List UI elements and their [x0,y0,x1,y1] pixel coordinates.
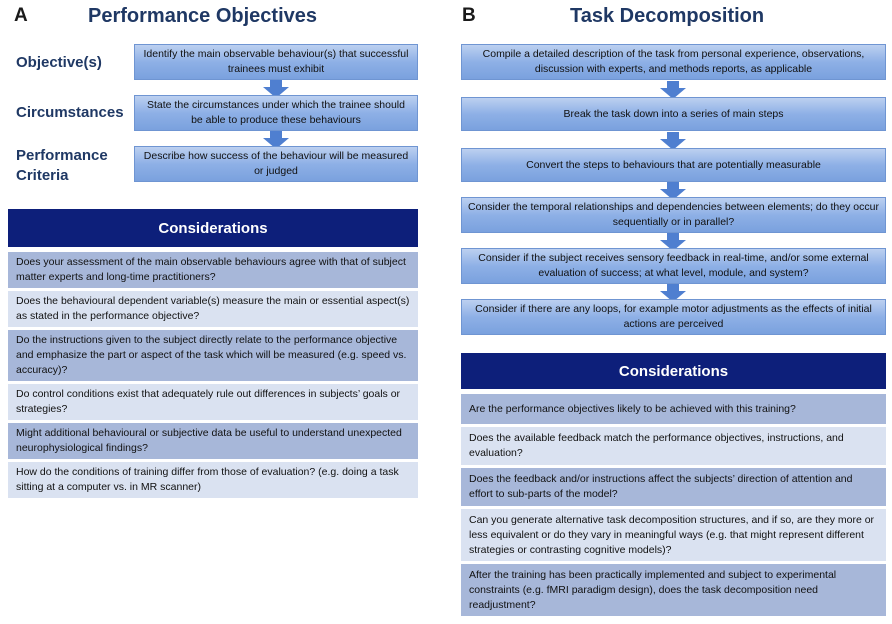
considerations-a-header: Considerations [8,209,418,247]
panel-b-title: Task Decomposition [570,5,765,27]
circumstances-box: State the circumstances under which the … [134,95,418,131]
panel-a-title: Performance Objectives [88,5,317,27]
consideration-item: After the training has been practically … [461,564,886,616]
task-step-box: Compile a detailed description of the ta… [461,44,886,80]
task-step-box: Convert the steps to behaviours that are… [461,148,886,182]
consideration-item: Do control conditions exist that adequat… [8,384,418,420]
panel-a-letter: A [14,5,28,26]
considerations-b-list: Are the performance objectives likely to… [461,394,886,619]
consideration-item: Do the instructions given to the subject… [8,330,418,381]
performance-criteria-label: Performance Criteria [16,147,108,184]
considerations-b-header: Considerations [461,353,886,389]
circumstances-label: Circumstances [16,104,124,121]
consideration-item: How do the conditions of training differ… [8,462,418,498]
considerations-a-list: Does your assessment of the main observa… [8,252,418,501]
down-arrow-icon [660,81,686,99]
performance-criteria-box: Describe how success of the behaviour wi… [134,146,418,182]
objective-box: Identify the main observable behaviour(s… [134,44,418,80]
consideration-item: Does the feedback and/or instructions af… [461,468,886,506]
objective-label: Objective(s) [16,54,102,71]
down-arrow-icon [263,131,289,149]
task-step-box: Consider if the subject receives sensory… [461,248,886,284]
consideration-item: Does the behavioural dependent variable(… [8,291,418,327]
consideration-item: Does the available feedback match the pe… [461,427,886,465]
consideration-item: Are the performance objectives likely to… [461,394,886,424]
down-arrow-icon [263,80,289,98]
consideration-item: Can you generate alternative task decomp… [461,509,886,561]
consideration-item: Does your assessment of the main observa… [8,252,418,288]
down-arrow-icon [660,284,686,302]
panel-b-letter: B [462,5,476,26]
consideration-item: Might additional behavioural or subjecti… [8,423,418,459]
down-arrow-icon [660,132,686,150]
down-arrow-icon [660,182,686,200]
task-step-box: Consider if there are any loops, for exa… [461,299,886,335]
down-arrow-icon [660,233,686,251]
task-step-box: Consider the temporal relationships and … [461,197,886,233]
task-step-box: Break the task down into a series of mai… [461,97,886,131]
